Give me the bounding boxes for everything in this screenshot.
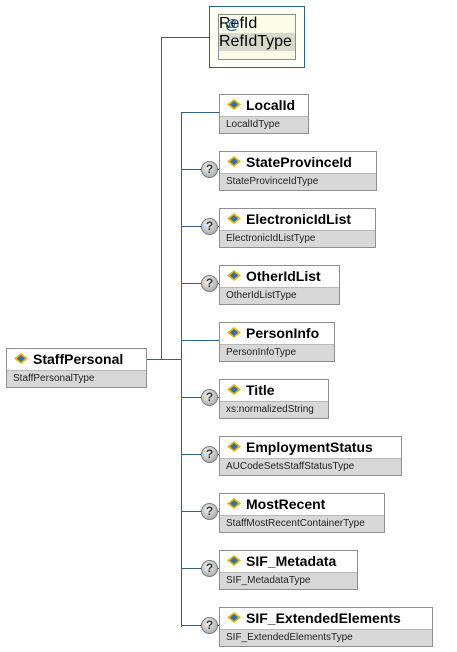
connector-branch [181,283,219,284]
element-name: OtherIdList [246,268,321,284]
element-type: SIF_ExtendedElementsType [220,629,432,646]
element-node[interactable]: ElectronicIdList ElectronicIdListType [219,208,376,248]
element-icon [227,612,241,623]
element-icon [227,555,241,566]
connector-branch [181,511,219,512]
element-name: SIF_Metadata [246,553,337,569]
element-icon [227,213,241,224]
element-name: StateProvinceId [246,154,352,170]
element-icon [227,156,241,167]
element-icon [227,498,241,509]
element-name: EmploymentStatus [246,439,373,455]
connector-seq [161,359,181,360]
attribute-at-icon: @ [225,16,240,33]
element-name: SIF_ExtendedElements [246,610,401,626]
element-icon [14,353,28,364]
connector-attr-horizontal [161,37,209,38]
optional-question-icon: ? [201,389,218,406]
connector-root-out [147,359,161,360]
connector-branch [181,169,219,170]
element-icon [227,384,241,395]
element-name: LocalId [246,97,296,113]
connector-branch [181,397,219,398]
element-name: MostRecent [246,496,326,512]
connector-branch [181,454,219,455]
element-type: StateProvinceIdType [220,173,376,190]
element-name: Title [246,382,275,398]
connector-branch [181,340,219,341]
attribute-type: RefIdType [219,33,295,51]
optional-question-icon: ? [201,560,218,577]
connector-branch [181,226,219,227]
attribute-node[interactable]: @ RefId RefIdType [209,6,305,68]
element-type: PersonInfoType [220,344,334,361]
element-type: AUCodeSetsStaffStatusType [220,458,401,475]
connector-seq-vertical [181,112,182,627]
element-node[interactable]: StateProvinceId StateProvinceIdType [219,151,377,191]
element-icon [227,99,241,110]
element-icon [227,441,241,452]
connector-branch [181,112,219,113]
element-node[interactable]: OtherIdList OtherIdListType [219,265,340,305]
connector-branch [181,625,219,626]
element-type: SIF_MetadataType [220,572,357,589]
element-type: StaffMostRecentContainerType [220,515,384,532]
element-icon [227,270,241,281]
element-node[interactable]: SIF_ExtendedElements SIF_ExtendedElement… [219,607,433,647]
attribute-name: RefId [219,15,258,32]
element-type: ElectronicIdListType [220,230,375,247]
element-icon [227,327,241,338]
optional-question-icon: ? [201,275,218,292]
optional-question-icon: ? [201,617,218,634]
connector-branch [181,568,219,569]
optional-question-icon: ? [201,446,218,463]
element-node[interactable]: LocalId LocalIdType [219,94,309,134]
root-element-node[interactable]: StaffPersonal StaffPersonalType [6,348,147,388]
element-node[interactable]: SIF_Metadata SIF_MetadataType [219,550,358,590]
connector-attr-vertical [161,37,162,360]
element-type: OtherIdListType [220,287,339,304]
optional-question-icon: ? [201,161,218,178]
element-node[interactable]: PersonInfo PersonInfoType [219,322,335,362]
root-element-type: StaffPersonalType [7,370,146,387]
element-node[interactable]: EmploymentStatus AUCodeSetsStaffStatusTy… [219,436,402,476]
root-element-name: StaffPersonal [33,351,124,367]
element-node[interactable]: MostRecent StaffMostRecentContainerType [219,493,385,533]
element-name: ElectronicIdList [246,211,352,227]
element-node[interactable]: Title xs:normalizedString [219,379,329,419]
optional-question-icon: ? [201,218,218,235]
optional-question-icon: ? [201,503,218,520]
element-type: LocalIdType [220,116,308,133]
element-type: xs:normalizedString [220,401,328,418]
element-name: PersonInfo [246,325,320,341]
